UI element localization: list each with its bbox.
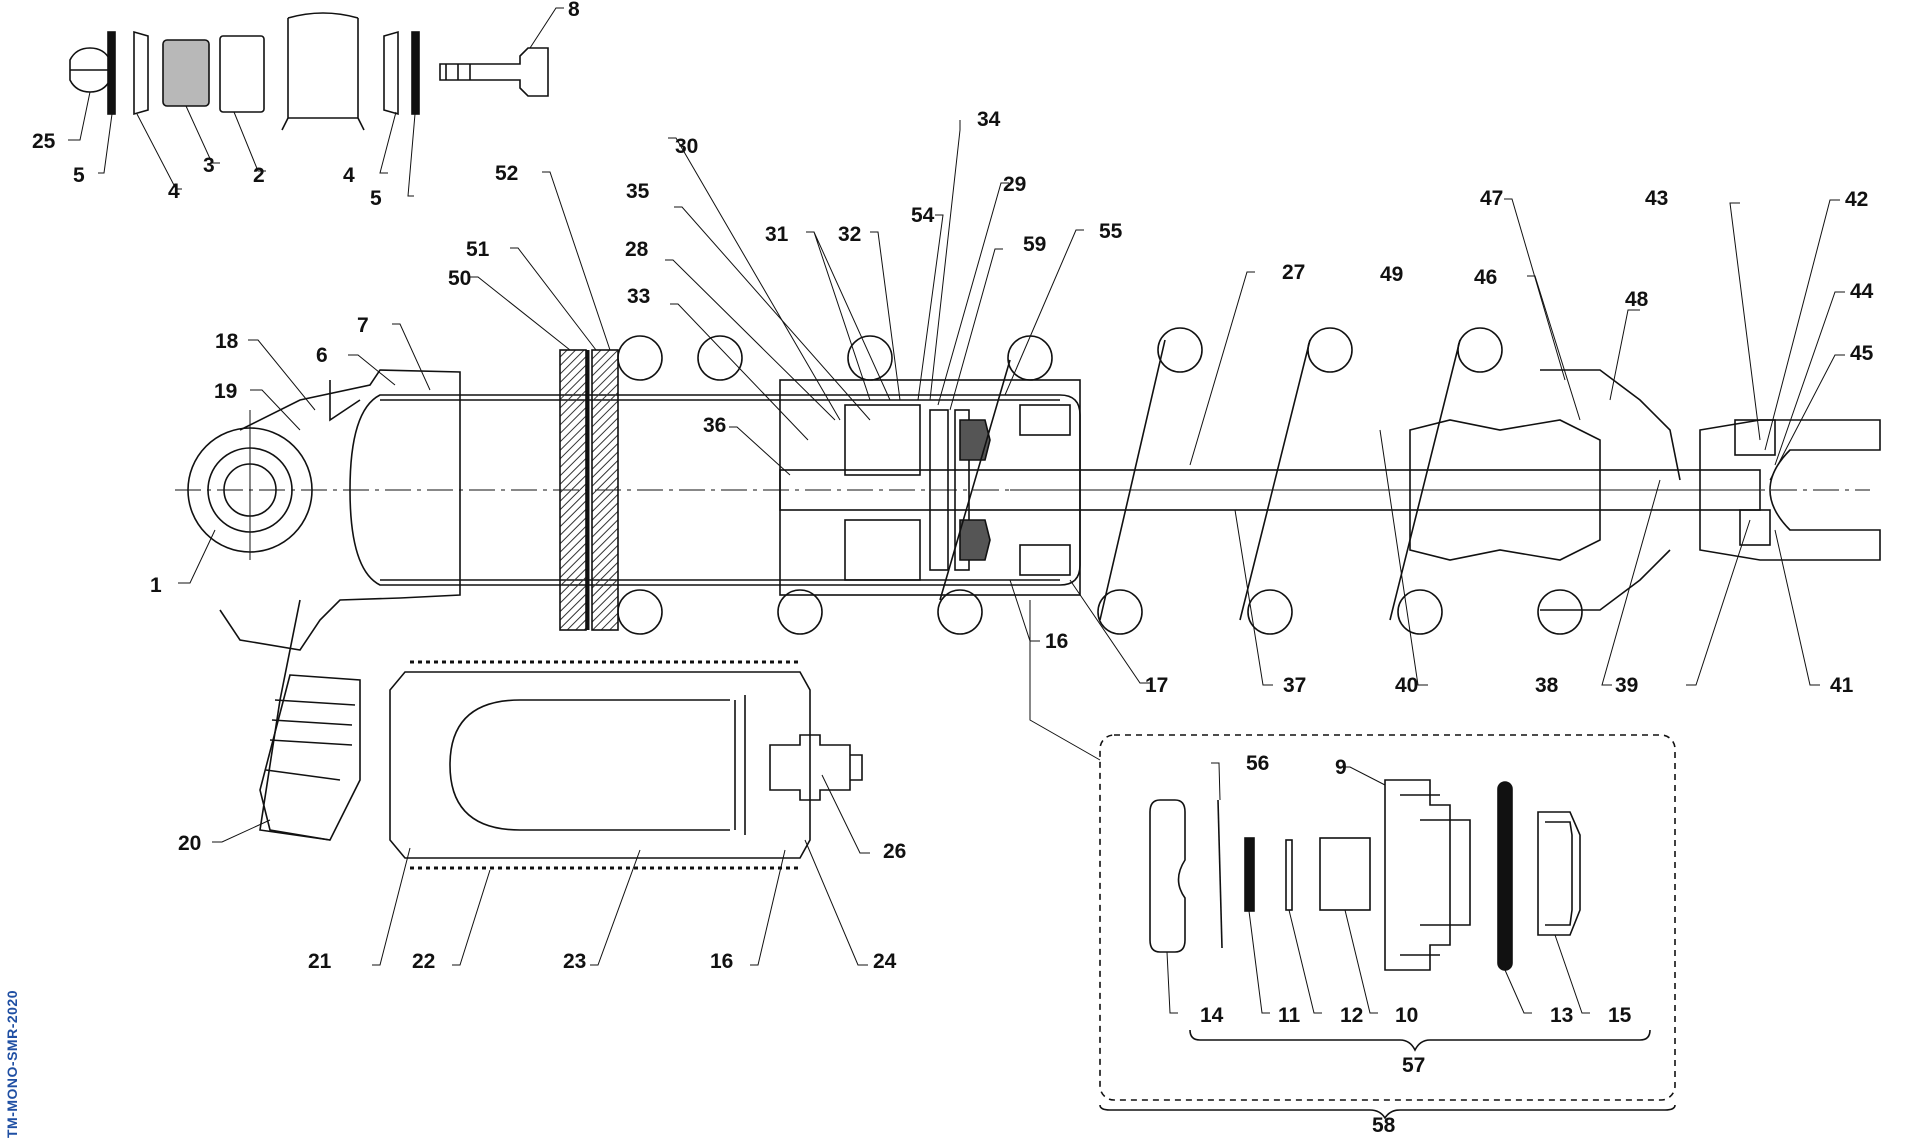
label-48: 48 bbox=[1625, 288, 1649, 311]
main-spring bbox=[617, 327, 1583, 635]
label-54: 54 bbox=[911, 204, 935, 227]
label-44: 44 bbox=[1850, 280, 1874, 303]
label-4a: 4 bbox=[168, 180, 180, 203]
label-43: 43 bbox=[1645, 187, 1668, 210]
label-36: 36 bbox=[703, 414, 726, 437]
valve-cap bbox=[769, 734, 851, 801]
bolt-part bbox=[439, 47, 549, 97]
label-47: 47 bbox=[1480, 187, 1503, 210]
part-14 bbox=[1149, 799, 1186, 953]
label-1: 1 bbox=[150, 574, 162, 597]
label-33: 33 bbox=[627, 285, 650, 308]
label-19: 19 bbox=[214, 380, 237, 403]
preload-ring-a bbox=[559, 349, 587, 631]
label-17: 17 bbox=[1145, 674, 1168, 697]
label-11: 11 bbox=[1278, 1004, 1301, 1027]
label-12: 12 bbox=[1340, 1004, 1363, 1027]
label-9: 9 bbox=[1335, 756, 1347, 779]
top-hardware-group bbox=[69, 12, 549, 131]
bump-stop bbox=[1409, 419, 1601, 561]
label-28: 28 bbox=[625, 238, 649, 261]
label-5a: 5 bbox=[73, 164, 85, 187]
label-38: 38 bbox=[1535, 674, 1559, 697]
label-22: 22 bbox=[412, 950, 435, 973]
part-10 bbox=[1319, 837, 1371, 911]
adjuster-knob bbox=[259, 674, 361, 841]
brace-58 bbox=[1099, 1104, 1676, 1120]
label-16a: 16 bbox=[1045, 630, 1068, 653]
label-40: 40 bbox=[1395, 674, 1418, 697]
label-23: 23 bbox=[563, 950, 586, 973]
shock-body bbox=[175, 327, 1881, 841]
label-58: 58 bbox=[1372, 1114, 1396, 1137]
label-26: 26 bbox=[883, 840, 906, 863]
label-16b: 16 bbox=[710, 950, 733, 973]
leader-lines bbox=[68, 7, 1845, 1014]
label-56: 56 bbox=[1246, 752, 1269, 775]
label-24: 24 bbox=[873, 950, 897, 973]
washer-left-part bbox=[133, 30, 149, 116]
label-27: 27 bbox=[1282, 261, 1305, 284]
part-15 bbox=[1537, 811, 1581, 936]
part-labels: 25 5 4 3 2 4 5 8 1 18 19 6 7 50 51 52 30… bbox=[32, 0, 1874, 1137]
label-51: 51 bbox=[466, 238, 490, 261]
label-46: 46 bbox=[1474, 266, 1497, 289]
label-59: 59 bbox=[1023, 233, 1046, 256]
bracket-part bbox=[281, 12, 365, 131]
label-41: 41 bbox=[1830, 674, 1854, 697]
label-55: 55 bbox=[1099, 220, 1123, 243]
label-8: 8 bbox=[568, 0, 580, 21]
label-35: 35 bbox=[626, 180, 650, 203]
o-ring-right-part bbox=[411, 31, 420, 115]
label-30: 30 bbox=[675, 135, 698, 158]
label-10: 10 bbox=[1395, 1004, 1418, 1027]
washer-right-part bbox=[383, 30, 399, 116]
part-11 bbox=[1244, 837, 1255, 912]
main-cylinder bbox=[349, 394, 1081, 586]
label-18: 18 bbox=[215, 330, 239, 353]
label-21: 21 bbox=[308, 950, 332, 973]
label-57: 57 bbox=[1402, 1054, 1425, 1077]
label-31: 31 bbox=[765, 223, 789, 246]
label-42: 42 bbox=[1845, 188, 1868, 211]
label-5b: 5 bbox=[370, 187, 382, 210]
label-13: 13 bbox=[1550, 1004, 1573, 1027]
label-45: 45 bbox=[1850, 342, 1874, 365]
o-ring-part bbox=[107, 31, 116, 115]
part-13 bbox=[1497, 781, 1513, 971]
label-39: 39 bbox=[1615, 674, 1638, 697]
label-25: 25 bbox=[32, 130, 56, 153]
spacer-part bbox=[219, 35, 265, 113]
label-4b: 4 bbox=[343, 164, 355, 187]
bladder bbox=[449, 699, 730, 831]
part-9 bbox=[1384, 779, 1451, 971]
label-3: 3 bbox=[203, 154, 215, 177]
preload-ring-b bbox=[591, 349, 619, 631]
label-6: 6 bbox=[316, 344, 328, 367]
label-14: 14 bbox=[1200, 1004, 1224, 1027]
label-20: 20 bbox=[178, 832, 201, 855]
label-29: 29 bbox=[1003, 173, 1026, 196]
bushing-part bbox=[162, 39, 210, 107]
bottom-clevis bbox=[1699, 419, 1881, 561]
part-12 bbox=[1285, 839, 1293, 911]
detail-parts bbox=[1149, 779, 1581, 971]
label-34: 34 bbox=[977, 108, 1001, 131]
label-50: 50 bbox=[448, 267, 471, 290]
label-2: 2 bbox=[253, 164, 265, 187]
label-37: 37 bbox=[1283, 674, 1306, 697]
label-15: 15 bbox=[1608, 1004, 1632, 1027]
label-49: 49 bbox=[1380, 263, 1403, 286]
label-7: 7 bbox=[357, 314, 369, 337]
detail-box-58 bbox=[1099, 734, 1676, 1101]
reservoir bbox=[259, 660, 863, 870]
label-32: 32 bbox=[838, 223, 861, 246]
brace-57 bbox=[1189, 1029, 1651, 1052]
label-52: 52 bbox=[495, 162, 518, 185]
